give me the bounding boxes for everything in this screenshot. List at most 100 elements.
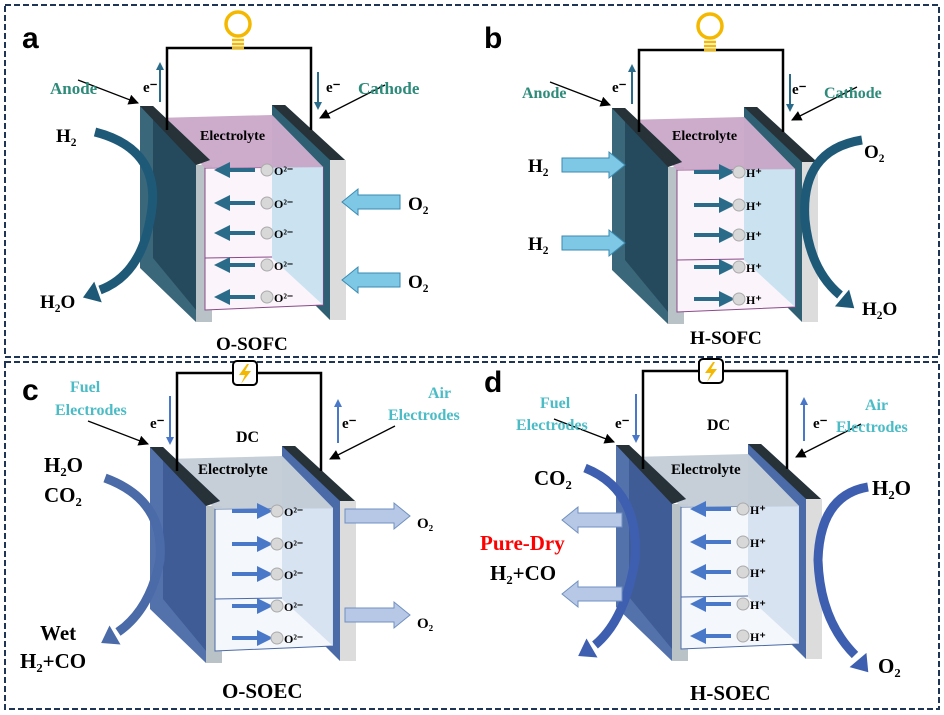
electron-label: e⁻ xyxy=(813,416,828,432)
gas-label-o2: O₂ xyxy=(408,272,429,293)
oxygen-outlet-arrow xyxy=(344,600,411,630)
ion-transport: O²⁻ xyxy=(214,162,293,178)
panel-b: b Anode Cathode e⁻ e⁻ Electrolyte H₂ H₂ … xyxy=(484,22,897,349)
electron-label: e⁻ xyxy=(143,80,158,96)
electrode-top-edge xyxy=(150,447,220,506)
ion-ball xyxy=(736,502,750,516)
hydrogen-inlet-arrow xyxy=(561,150,626,180)
ion-transport: H⁺ xyxy=(694,164,762,180)
ion-label: O²⁻ xyxy=(284,538,303,552)
ion-label: H⁺ xyxy=(746,199,762,213)
electrode-top-edge xyxy=(272,105,345,160)
fuel-electrode-face xyxy=(629,457,672,649)
fuel-electrode-face xyxy=(163,459,206,651)
lightning-icon xyxy=(698,358,724,384)
leader-line xyxy=(319,84,386,119)
ion-transport: O²⁻ xyxy=(214,225,293,241)
electrode-top-edge xyxy=(616,445,686,504)
ion-transport: O²⁻ xyxy=(214,289,293,305)
air-electrode-label: Electrodes xyxy=(388,407,460,424)
lightning-bolt xyxy=(239,364,251,384)
ion-label: O²⁻ xyxy=(284,632,303,646)
fuel-electrode-label: Fuel xyxy=(540,395,571,412)
electrolyte-label: Electrolyte xyxy=(200,129,265,144)
feed-flow-arrow xyxy=(583,463,640,649)
cell-title: O-SOFC xyxy=(216,334,288,355)
ion-ball xyxy=(736,535,750,549)
ion-ball xyxy=(270,504,284,518)
arrowhead xyxy=(82,281,102,303)
ion-ball xyxy=(736,629,750,643)
exhaust-flow-arrow xyxy=(813,482,869,659)
anode-label: Anode xyxy=(522,85,566,102)
electrolyte-label: Electrolyte xyxy=(198,462,268,478)
electrolyte-label: Electrolyte xyxy=(671,462,741,478)
lightbulb-icon xyxy=(224,10,252,50)
exhaust-flow-arrow xyxy=(800,135,863,299)
ion-label: O²⁻ xyxy=(284,600,303,614)
pure-dry-label: Pure-Dry xyxy=(480,531,565,555)
gas-label-h2o: H₂O xyxy=(44,453,83,477)
fuel-electrode-label: Electrodes xyxy=(55,402,127,419)
anode-label: Anode xyxy=(50,79,98,98)
air-electrode-label: Electrodes xyxy=(836,419,908,436)
panel-frame-top xyxy=(4,4,940,358)
ion-transport: H⁺ xyxy=(694,259,762,275)
gas-label-co2: CO₂ xyxy=(44,483,82,507)
gas-label-h2: H₂ xyxy=(56,126,77,147)
electron-label: e⁻ xyxy=(615,416,630,432)
cell-title: H-SOEC xyxy=(690,681,771,705)
ion-label: O²⁻ xyxy=(274,164,293,178)
fuel-electrode-face xyxy=(153,118,196,310)
feed-flow-arrow xyxy=(103,473,165,636)
bulb-glass xyxy=(696,12,724,40)
oxygen-outlet-arrow xyxy=(344,501,411,531)
panel-letter: b xyxy=(484,22,502,55)
ion-ball xyxy=(260,290,274,304)
leader-line xyxy=(329,425,396,460)
electron-label: e⁻ xyxy=(326,80,341,96)
panel-letter: c xyxy=(22,374,39,407)
electrochemical-cell: H⁺ H⁺ H⁺ H⁺ H⁺ xyxy=(553,358,862,661)
gas-label-co2: CO₂ xyxy=(534,466,572,490)
ion-label: H⁺ xyxy=(750,598,766,612)
gas-flow-arrows xyxy=(82,127,869,673)
ion-ball xyxy=(732,228,746,242)
gas-label-h2o: H₂O xyxy=(40,292,75,313)
bulb-glass xyxy=(224,10,252,38)
ion-label: H⁺ xyxy=(750,566,766,580)
gas-label-o2: O₂ xyxy=(408,194,429,215)
electrode-top-edge xyxy=(282,446,355,501)
panel-letter: a xyxy=(22,22,39,55)
air-electrode-label: Air xyxy=(865,397,888,414)
ion-transport: O²⁻ xyxy=(214,195,293,211)
ion-label: H⁺ xyxy=(746,229,762,243)
ion-transport: O²⁻ xyxy=(232,503,303,519)
ion-label: H⁺ xyxy=(746,293,762,307)
leader-line xyxy=(795,423,862,458)
fuel-flow-arrow xyxy=(93,127,158,295)
ion-label: O²⁻ xyxy=(274,291,293,305)
ion-transport: H⁺ xyxy=(690,564,766,580)
electron-label: e⁻ xyxy=(792,82,807,98)
ion-transport: H⁺ xyxy=(690,501,766,517)
gas-label-h2o: H₂O xyxy=(872,476,911,500)
lightbulb-icon xyxy=(696,12,724,52)
leader-line xyxy=(791,86,858,121)
ion-transport: H⁺ xyxy=(690,596,766,612)
fuel-electrode-label: Fuel xyxy=(70,379,101,396)
lightning-bolt xyxy=(705,362,717,382)
ion-transport: H⁺ xyxy=(690,534,766,550)
ion-label: H⁺ xyxy=(750,630,766,644)
gas-label-o2: O₂ xyxy=(864,142,885,163)
electrode-edge xyxy=(340,501,356,661)
ion-ball xyxy=(260,226,274,240)
cell-title: H-SOFC xyxy=(690,328,762,349)
ion-label: O²⁻ xyxy=(284,568,303,582)
ion-transport: H⁺ xyxy=(694,291,762,307)
oxygen-inlet-arrow xyxy=(341,187,401,217)
hydrogen-inlet-arrow xyxy=(561,228,626,258)
ion-label: H⁺ xyxy=(750,536,766,550)
ion-ball xyxy=(270,537,284,551)
ion-ball xyxy=(260,196,274,210)
